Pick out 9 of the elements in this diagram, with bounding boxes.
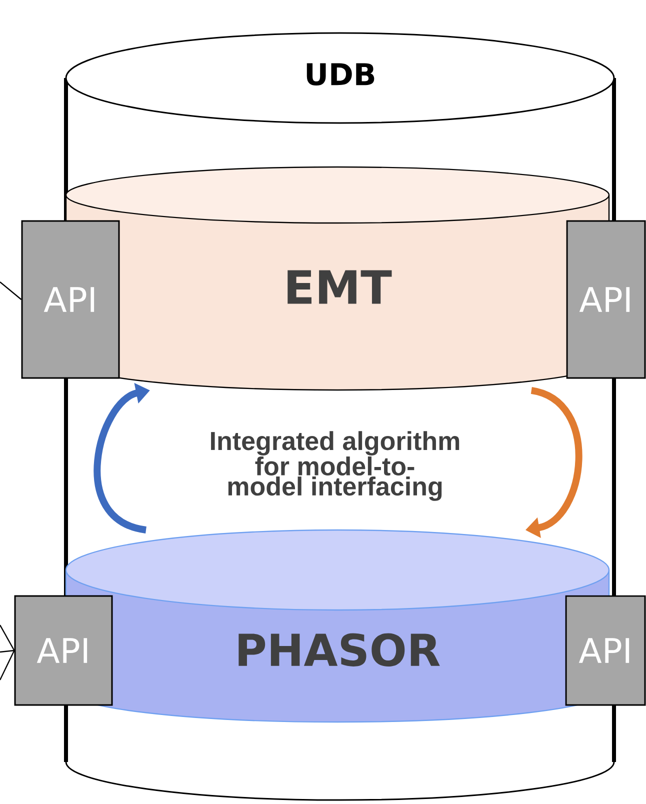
connector-line — [0, 624, 15, 651]
api-box: API — [565, 595, 646, 706]
connector-line — [0, 650, 15, 680]
connector-line — [0, 282, 22, 300]
caption-text: Integrated algorithm for model-to-model interfacing — [211, 431, 460, 501]
api-box: API — [566, 220, 646, 379]
api-box: API — [14, 595, 113, 706]
api-box: API — [21, 220, 120, 379]
connector-line — [0, 650, 14, 653]
